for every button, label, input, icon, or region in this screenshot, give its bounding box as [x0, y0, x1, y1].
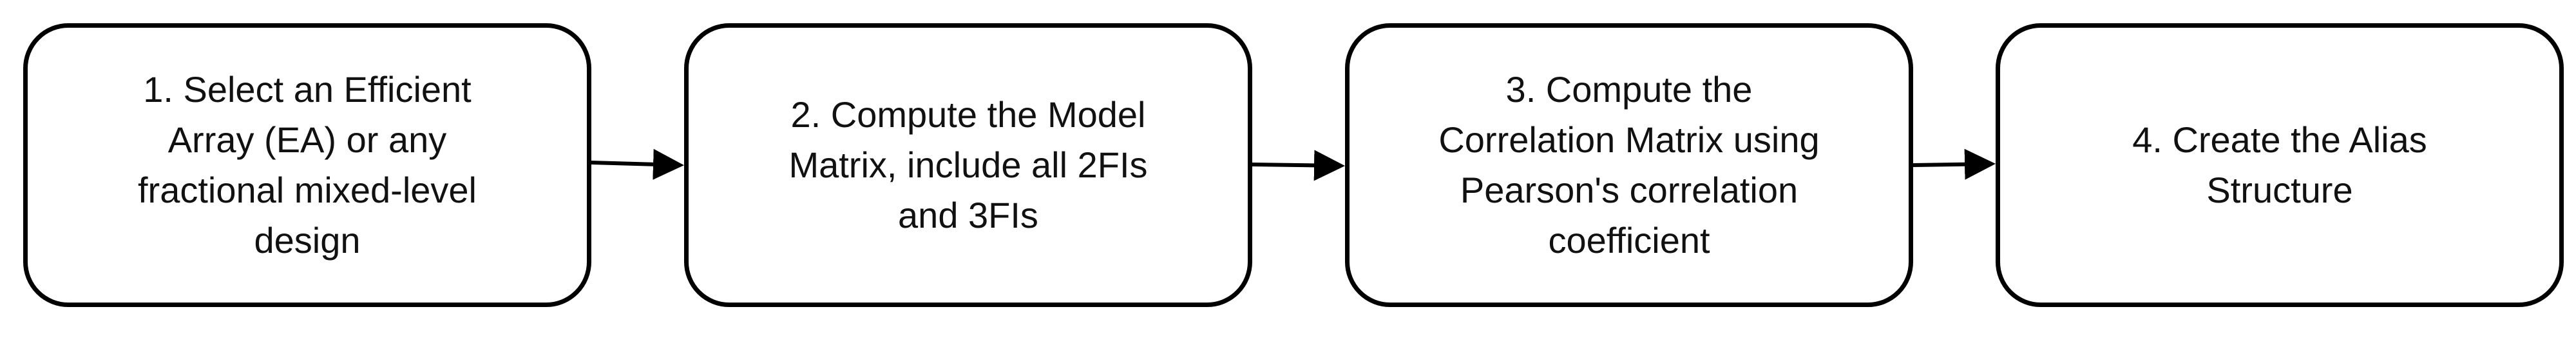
step-2-box: 2. Compute the Model Matrix, include all… [684, 23, 1252, 307]
arrow-step-2-to-3 [1252, 150, 1345, 181]
step-3-label: 3. Compute the Correlation Matrix using … [1438, 69, 1820, 261]
step-4-box: 4. Create the Alias Structure [1996, 23, 2564, 307]
step-2-label: 2. Compute the Model Matrix, include all… [788, 94, 1148, 235]
step-3-box: 3. Compute the Correlation Matrix using … [1345, 23, 1913, 307]
arrow-step-1-to-2 [591, 148, 684, 180]
step-1-label: 1. Select an Efficient Array (EA) or any… [138, 69, 477, 261]
step-1-box: 1. Select an Efficient Array (EA) or any… [23, 23, 591, 307]
arrow-step-3-to-4 [1913, 148, 1996, 180]
step-4-label: 4. Create the Alias Structure [2132, 119, 2427, 210]
